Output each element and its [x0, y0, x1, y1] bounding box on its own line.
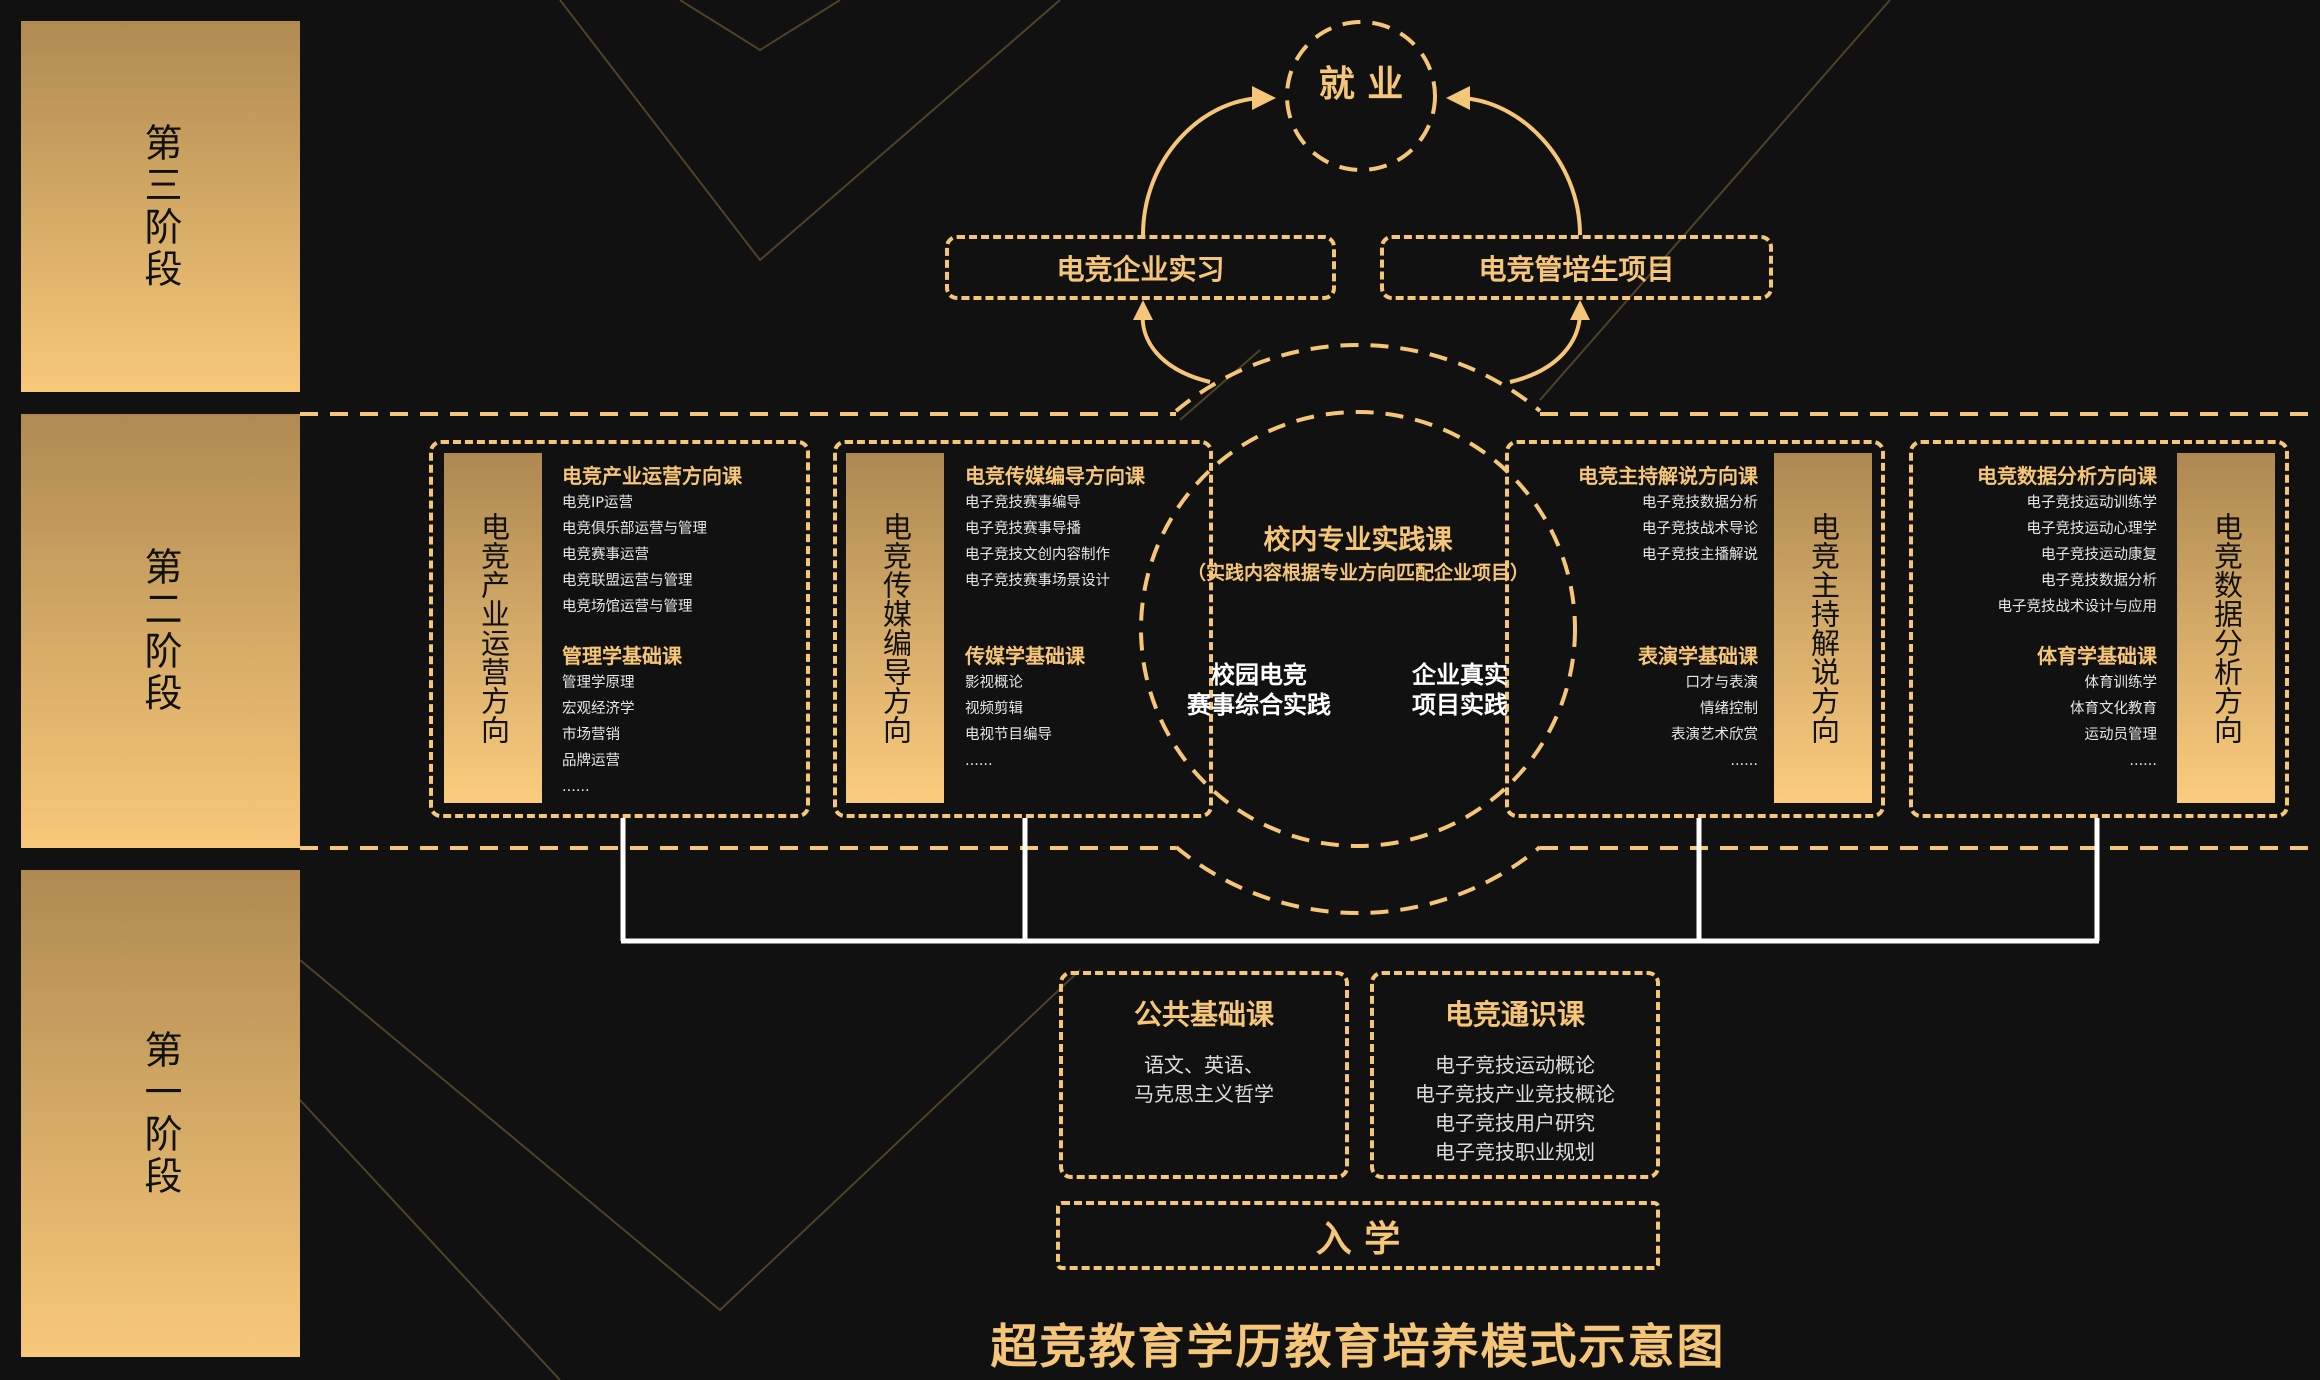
outer-arc-top	[1174, 343, 1542, 413]
general-course-title: 电竞通识课	[1444, 998, 1585, 1031]
trainee-box: 电竞管培生项目	[1380, 235, 1773, 300]
campus-practice-line: 赛事综合实践	[1187, 691, 1331, 719]
course-title: 电竞主持解说方向课	[1578, 464, 1758, 488]
public-course-card: 公共基础课 语文、英语、 马克思主义哲学	[1059, 971, 1349, 1179]
base-course-title: 体育学基础课	[2037, 644, 2157, 668]
course-list: 电竞数据分析方向课 电子竞技运动训练学 电子竞技运动心理学 电子竞技运动康复 电…	[1897, 462, 2157, 774]
course-item: 品牌运营	[562, 753, 620, 769]
course-item: 语文、英语、	[1144, 1053, 1264, 1077]
direction-tab: 电竞数据分析方向	[2177, 453, 2275, 803]
course-item: ......	[2129, 753, 2157, 769]
stage-1-text: 第一阶段	[138, 1029, 182, 1198]
direction-tab: 电竞主持解说方向	[1774, 453, 1872, 803]
course-item: 体育训练学	[2084, 675, 2158, 691]
course-list: 电竞产业运营方向课 电竞IP运营 电竞俱乐部运营与管理 电竞赛事运营 电竞联盟运…	[562, 462, 822, 800]
course-item: 电子竞技文创内容制作	[965, 547, 1110, 563]
course-item: 体育文化教育	[2070, 701, 2157, 717]
employment-circle	[1285, 20, 1437, 172]
direction-tab: 电竞传媒编导方向	[846, 453, 944, 803]
course-item: 影视概论	[965, 675, 1023, 691]
base-course-title: 表演学基础课	[1638, 644, 1758, 668]
course-item: 电子竞技职业规划	[1435, 1140, 1595, 1164]
direction-label: 电竞数据分析方向	[2209, 512, 2244, 744]
arrow-circle-to-trainee	[1509, 311, 1582, 384]
stage-3-label: 第三阶段	[21, 21, 300, 392]
stage-3-text: 第三阶段	[138, 122, 182, 291]
course-item: 宏观经济学	[562, 701, 635, 717]
course-title: 电竞传媒编导方向课	[965, 464, 1145, 488]
arrow-trainee-to-employment	[1459, 96, 1582, 236]
course-item: 电子竞技战术设计与应用	[1997, 599, 2158, 615]
enrollment-box: 入 学	[1056, 1201, 1660, 1270]
course-item: ......	[562, 779, 590, 795]
course-item: 情绪控制	[1700, 701, 1758, 717]
course-item: 视频剪辑	[965, 701, 1023, 717]
course-item: 市场营销	[562, 727, 620, 743]
module-operations	[429, 440, 810, 818]
practice-title: 校内专业实践课	[1263, 525, 1453, 556]
internship-box: 电竞企业实习	[945, 235, 1336, 300]
connector-lines	[620, 818, 2100, 944]
enterprise-practice: 企业真实 项目实践	[1360, 660, 1560, 720]
course-item: 电竞场馆运营与管理	[562, 599, 693, 615]
course-item: 表演艺术欣赏	[1671, 727, 1758, 743]
course-item: 口才与表演	[1685, 675, 1759, 691]
public-course-title: 公共基础课	[1133, 998, 1274, 1031]
course-item: 电子竞技赛事导播	[965, 521, 1081, 537]
course-item: 电子竞技主播解说	[1642, 547, 1758, 563]
outer-arc-bottom	[1174, 845, 1542, 915]
course-item: 电子竞技运动训练学	[2026, 495, 2158, 511]
direction-label: 电竞主持解说方向	[1806, 512, 1841, 744]
arrow-circle-to-internship	[1140, 311, 1211, 384]
course-list: 电竞传媒编导方向课 电子竞技赛事编导 电子竞技赛事导播 电子竞技文创内容制作 电…	[965, 462, 1225, 774]
direction-tab: 电竞产业运营方向	[444, 453, 542, 803]
enrollment-label: 入 学	[1315, 1218, 1401, 1260]
course-item: 电子竞技运动心理学	[2026, 521, 2158, 537]
course-item: 运动员管理	[2084, 727, 2158, 743]
course-item: 管理学原理	[562, 675, 635, 691]
course-item: 电视节目编导	[965, 727, 1052, 743]
diagram-title: 超竞教育学历教育培养模式示意图	[990, 1320, 1726, 1375]
course-item: 电竞IP运营	[562, 495, 634, 511]
course-item: 电子竞技用户研究	[1435, 1111, 1595, 1135]
course-title: 电竞产业运营方向课	[562, 464, 742, 488]
course-item: 电子竞技数据分析	[1642, 495, 1758, 511]
practice-circle	[1139, 410, 1577, 848]
campus-practice: 校园电竞 赛事综合实践	[1159, 660, 1359, 720]
base-course-title: 管理学基础课	[562, 644, 682, 668]
course-item: 电竞联盟运营与管理	[562, 573, 693, 589]
course-item: 电子竞技战术导论	[1642, 521, 1758, 537]
direction-label: 电竞产业运营方向	[476, 512, 511, 744]
course-item: 电子竞技运动康复	[2041, 547, 2157, 563]
direction-label: 电竞传媒编导方向	[878, 512, 913, 744]
course-item: 电子竞技赛事编导	[965, 495, 1081, 511]
arrow-internship-to-employment	[1141, 96, 1263, 236]
module-media	[833, 440, 1213, 818]
campus-practice-line: 校园电竞	[1211, 661, 1307, 689]
enterprise-practice-line: 企业真实	[1412, 661, 1508, 689]
course-title: 电竞数据分析方向课	[1977, 464, 2157, 488]
stage-2-text: 第二阶段	[138, 547, 182, 715]
trainee-label: 电竞管培生项目	[1478, 252, 1675, 286]
course-item: 电子竞技数据分析	[2041, 573, 2157, 589]
course-item: 电子竞技运动概论	[1435, 1053, 1595, 1077]
module-data	[1909, 440, 2289, 818]
course-item: 电竞俱乐部运营与管理	[562, 521, 707, 537]
practice-subtitle: （实践内容根据专业方向匹配企业项目）	[1186, 562, 1529, 584]
module-commentary	[1505, 440, 1885, 818]
course-item: 马克思主义哲学	[1134, 1082, 1274, 1106]
course-item: 电子竞技产业竞技概论	[1415, 1082, 1615, 1106]
enterprise-practice-line: 项目实践	[1412, 691, 1508, 719]
course-item: 电子竞技赛事场景设计	[965, 573, 1110, 589]
general-course-card: 电竞通识课 电子竞技运动概论 电子竞技产业竞技概论 电子竞技用户研究 电子竞技职…	[1370, 971, 1660, 1179]
employment-label: 就 业	[1318, 64, 1404, 105]
internship-label: 电竞企业实习	[1056, 252, 1225, 286]
base-course-title: 传媒学基础课	[965, 644, 1085, 668]
stage-1-label: 第一阶段	[21, 870, 300, 1357]
course-list: 电竞主持解说方向课 电子竞技数据分析 电子竞技战术导论 电子竞技主播解说 表演学…	[1498, 462, 1758, 774]
course-item: 电竞赛事运营	[562, 547, 649, 563]
course-item: ......	[1730, 753, 1758, 769]
stage-2-label: 第二阶段	[21, 414, 300, 848]
course-item: ......	[965, 753, 993, 769]
